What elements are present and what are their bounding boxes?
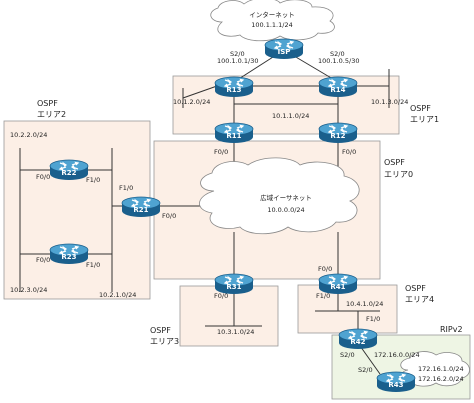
- isp-left-net: 100.1.0.1/30: [217, 57, 258, 65]
- area3-label-2: エリア3: [150, 337, 179, 346]
- net-10-3-1: 10.3.1.0/24: [217, 328, 254, 336]
- r42-label: R42: [350, 338, 365, 346]
- net-10-2-3: 10.2.3.0/24: [10, 286, 47, 294]
- net-172-16-0: 172.16.0.0/24: [374, 351, 420, 359]
- r12-f00-label: F0/0: [342, 148, 356, 156]
- r42-f10-label: F1/0: [366, 315, 380, 323]
- area3-label-1: OSPF: [150, 326, 171, 335]
- internet-cloud: [210, 0, 335, 42]
- isp-left-if: S2/0: [230, 50, 245, 58]
- r21-f00-label: F0/0: [162, 212, 176, 220]
- wan-cloud: [199, 157, 360, 235]
- r31-label: R31: [226, 283, 241, 291]
- net-10-2-1: 10.2.1.0/24: [99, 291, 136, 299]
- area2-label-2: エリア2: [37, 110, 66, 119]
- r21-f10-label: F1/0: [119, 184, 133, 192]
- isp-label: ISP: [278, 48, 291, 56]
- r11-f00-label: F0/0: [214, 148, 228, 156]
- net-10-1-1: 10.1.1.0/24: [272, 112, 309, 120]
- r43-s20-label: S2/0: [358, 366, 373, 374]
- internet-network: 100.1.1.1/24: [251, 21, 292, 29]
- r43-label: R43: [388, 381, 403, 389]
- r41-label: R41: [330, 283, 345, 291]
- r23-label: R23: [61, 253, 76, 261]
- wan-network: 10.0.0.0/24: [267, 206, 304, 214]
- r23-f00-label: F0/0: [36, 256, 50, 264]
- r12-label: R12: [330, 132, 345, 140]
- rip-label: RIPv2: [440, 325, 463, 334]
- r41-f10-label: F1/0: [316, 292, 330, 300]
- r14-label: R14: [330, 86, 345, 94]
- area1-label-2: エリア1: [410, 115, 439, 124]
- r11-label: R11: [226, 132, 241, 140]
- area0-label-1: OSPF: [384, 158, 405, 167]
- r22-f00-label: F0/0: [36, 173, 50, 181]
- internet-name: インターネット: [249, 10, 295, 19]
- r13-label: R13: [226, 86, 241, 94]
- area1-label-1: OSPF: [410, 104, 431, 113]
- net-10-4-1: 10.4.1.0/24: [346, 300, 383, 308]
- area3-box: [179, 285, 279, 347]
- r31-f00-label: F0/0: [214, 292, 228, 300]
- area0-label-2: エリア0: [384, 170, 413, 179]
- net-10-2-2: 10.2.2.0/24: [10, 131, 47, 139]
- wan-name: 広域イーサネット: [260, 193, 312, 202]
- net-10-1-3: 10.1.3.0/24: [371, 98, 408, 106]
- net-172-16-1: 172.16.1.0/24: [418, 365, 464, 373]
- area4-label-1: OSPF: [405, 284, 426, 293]
- r21-label: R21: [133, 206, 148, 214]
- isp-right-net: 100.1.0.5/30: [318, 57, 359, 65]
- isp-right-if: S2/0: [330, 50, 345, 58]
- r22-label: R22: [61, 169, 76, 177]
- area2-label-1: OSPF: [37, 99, 58, 108]
- r22-f10-label: F1/0: [86, 176, 100, 184]
- r41-f00-label: F0/0: [318, 265, 332, 273]
- net-172-16-2: 172.16.2.0/24: [418, 375, 464, 383]
- r23-f10-label: F1/0: [86, 261, 100, 269]
- r42-s20-label: S2/0: [340, 351, 355, 359]
- net-10-1-2: 10.1.2.0/24: [173, 98, 210, 106]
- area4-label-2: エリア4: [405, 295, 434, 304]
